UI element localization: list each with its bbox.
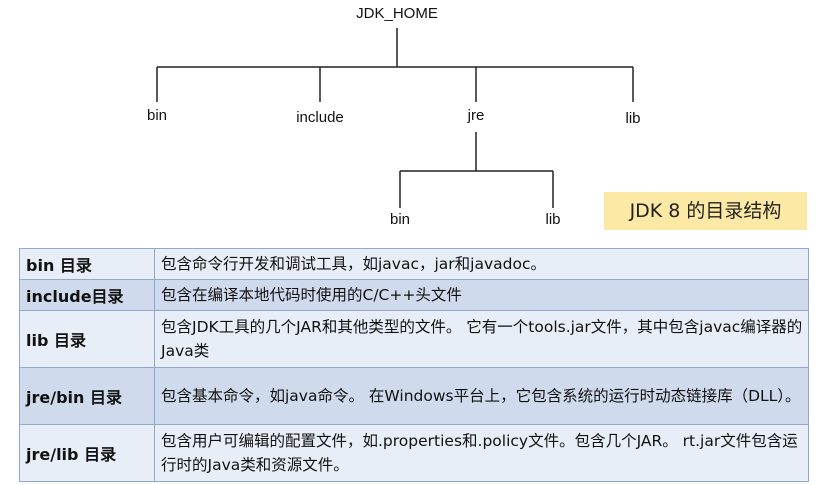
dir-desc-cell: 包含在编译本地代码时使用的C/C++头文件: [154, 279, 809, 311]
dir-desc-cell: 包含基本命令，如java命令。 在Windows平台上，它包含系统的运行时动态链…: [154, 367, 809, 425]
tree-node-jre-lib: lib: [545, 211, 560, 228]
tree-node-bin: bin: [147, 107, 167, 124]
dir-desc-cell: 包含JDK工具的几个JAR和其他类型的文件。 它有一个tools.jar文件，其…: [154, 310, 809, 368]
dir-name-cell: jre/lib 目录: [19, 424, 155, 482]
dir-desc-cell: 包含命令行开发和调试工具，如javac，jar和javadoc。: [154, 248, 809, 280]
table-row: lib 目录 包含JDK工具的几个JAR和其他类型的文件。 它有一个tools.…: [19, 310, 809, 368]
dir-desc-cell: 包含用户可编辑的配置文件，如.properties和.policy文件。包含几个…: [154, 424, 809, 482]
tree-node-jre: jre: [467, 107, 485, 124]
tree-node-jdk-home: JDK_HOME: [356, 5, 438, 22]
diagram-caption: JDK 8 的目录结构: [604, 192, 807, 230]
tree-node-lib: lib: [625, 110, 640, 127]
table-row: jre/bin 目录 包含基本命令，如java命令。 在Windows平台上，它…: [19, 367, 809, 425]
dir-name-cell: bin 目录: [19, 248, 155, 280]
dir-name-cell: jre/bin 目录: [19, 367, 155, 425]
table-row: include目录 包含在编译本地代码时使用的C/C++头文件: [19, 279, 809, 311]
tree-node-jre-bin: bin: [390, 211, 410, 228]
tree-node-include: include: [296, 109, 344, 126]
table-row: bin 目录 包含命令行开发和调试工具，如javac，jar和javadoc。: [19, 248, 809, 280]
dir-name-cell: include目录: [19, 279, 155, 311]
table-row: jre/lib 目录 包含用户可编辑的配置文件，如.properties和.po…: [19, 424, 809, 482]
dir-name-cell: lib 目录: [19, 310, 155, 368]
directory-description-table: bin 目录 包含命令行开发和调试工具，如javac，jar和javadoc。 …: [19, 248, 809, 482]
directory-tree: JDK_HOME bin include jre lib bin lib: [147, 5, 641, 228]
